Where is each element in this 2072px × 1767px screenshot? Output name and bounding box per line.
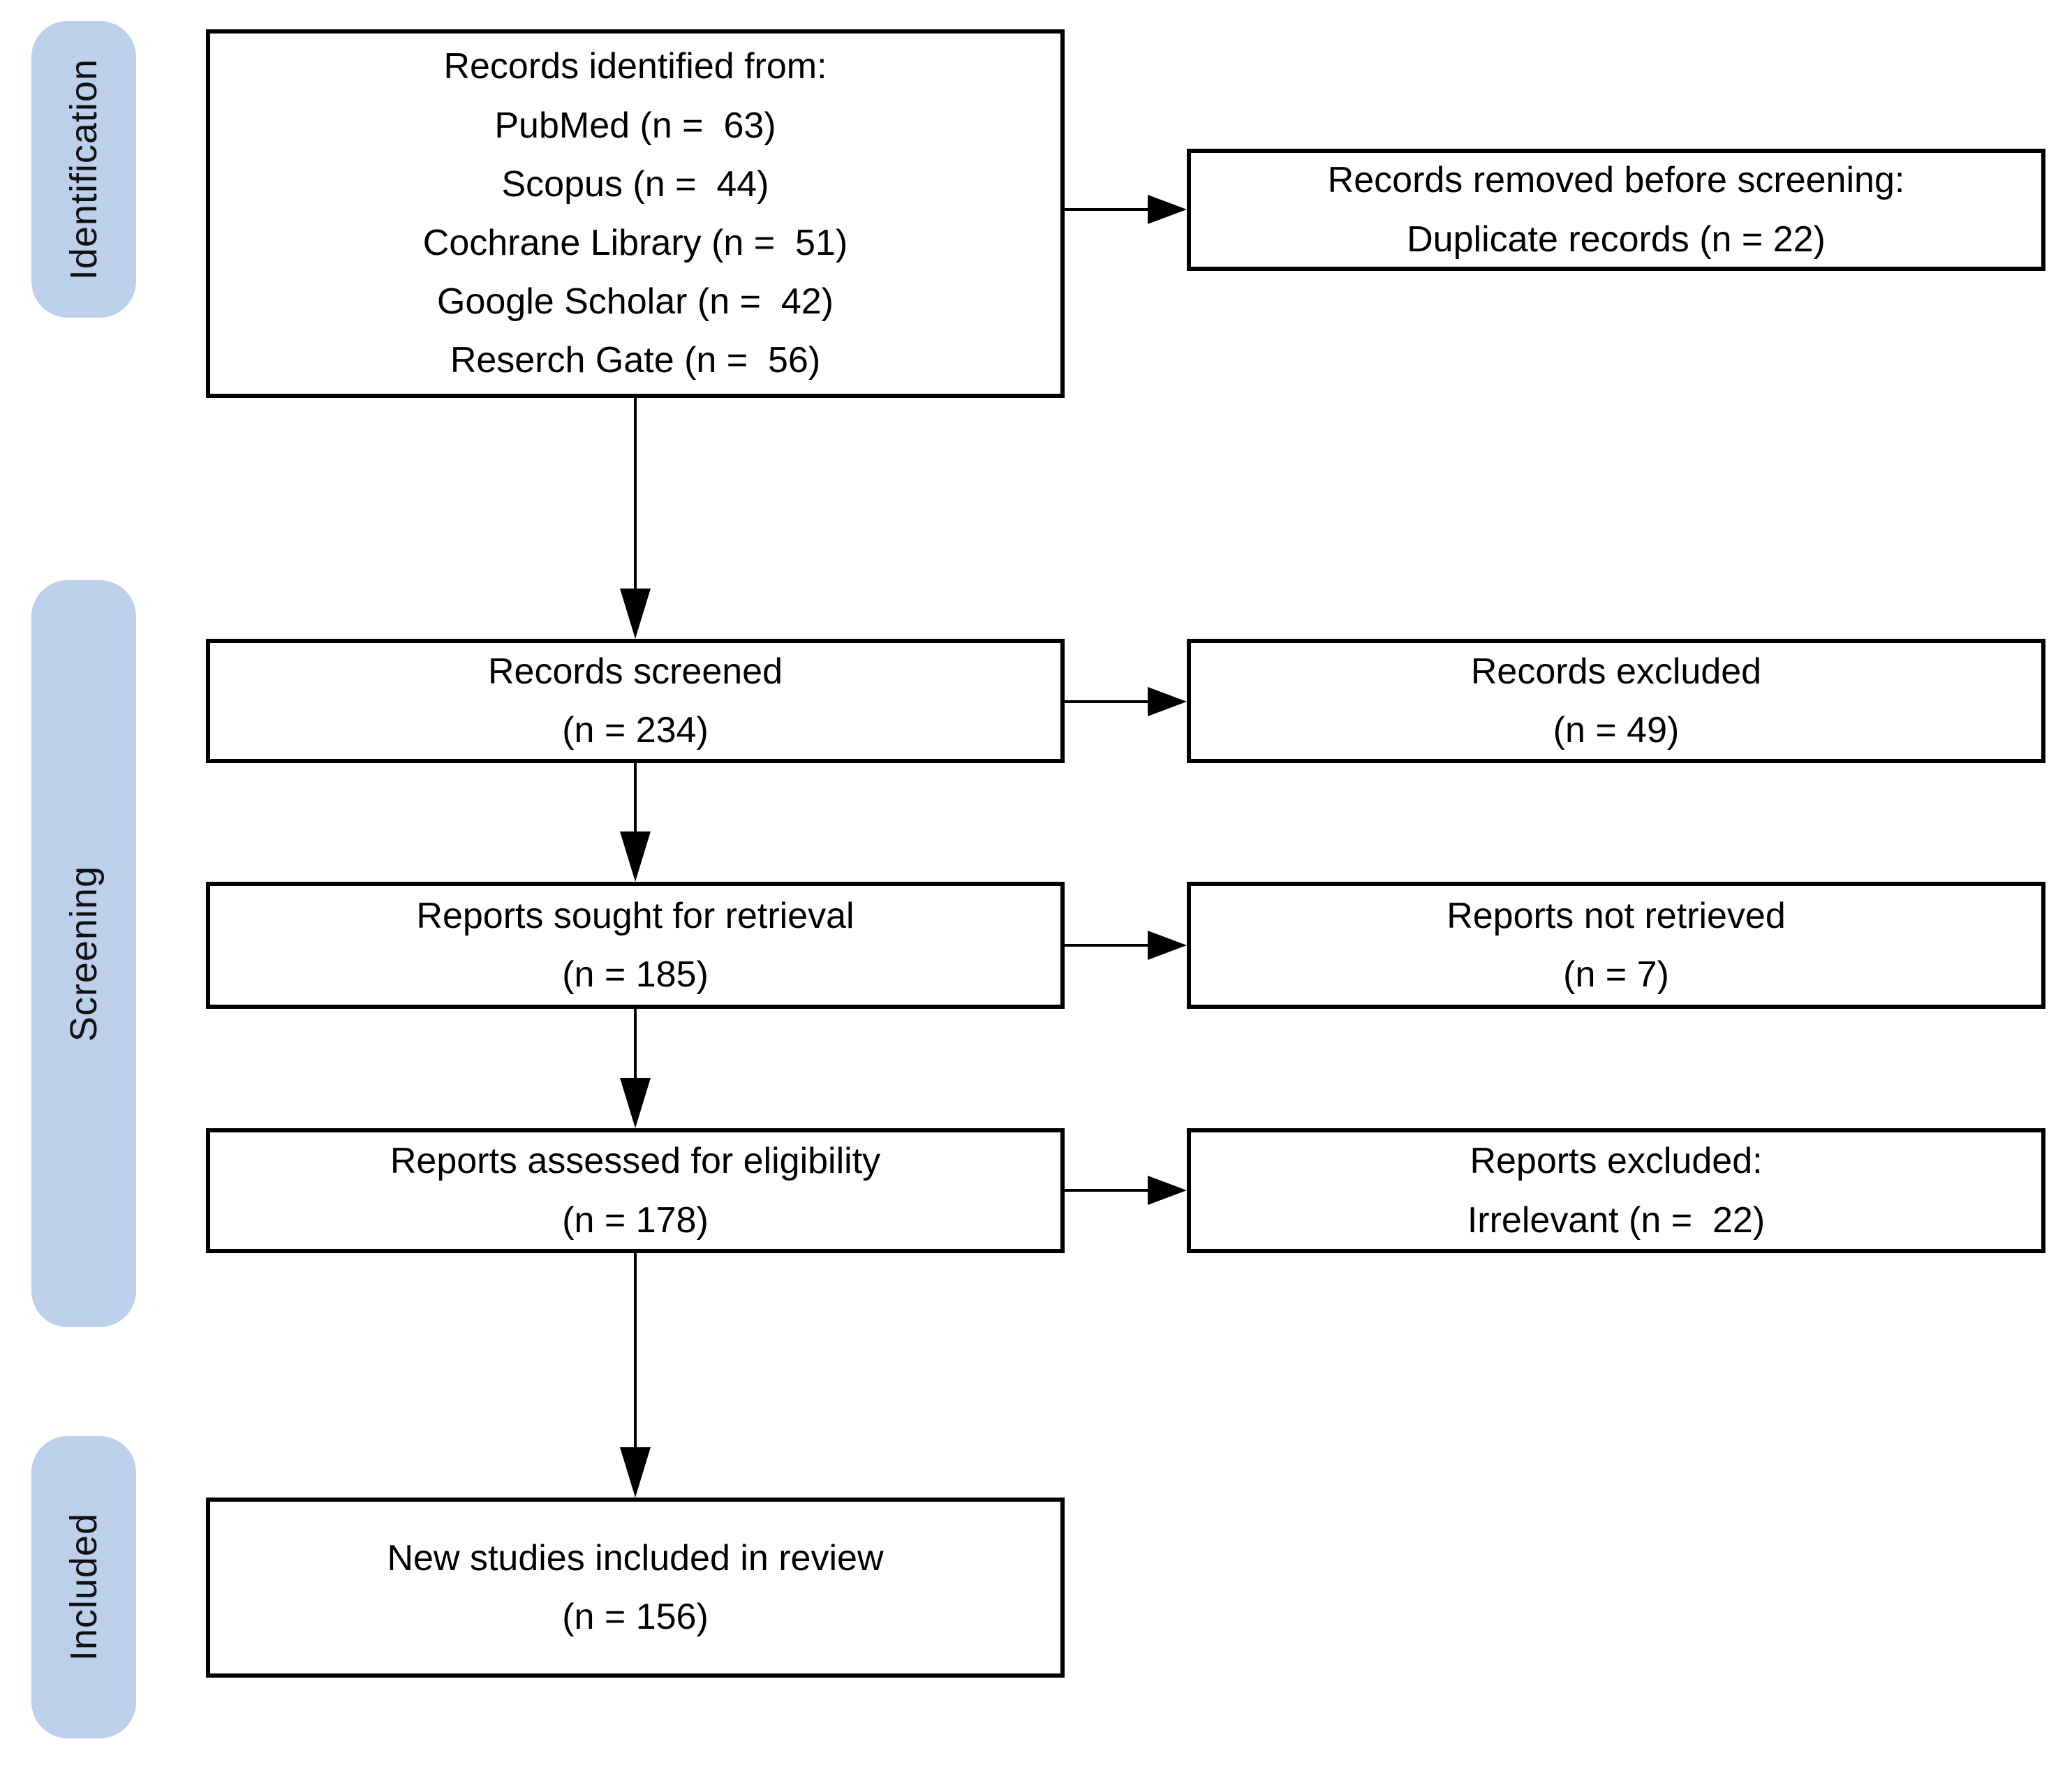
flow-line-right-1 [1065,208,1149,211]
box-text-line: Reports not retrieved [1446,895,1786,936]
box-reports-excluded: Reports excluded: Irrelevant (n = 22) [1187,1128,2045,1253]
arrow-right-icon [1148,195,1187,224]
stage-label-identification: Identification [63,58,105,281]
stage-label-included: Included [63,1513,105,1662]
box-text-line: Records excluded [1470,651,1762,692]
box-text-line: Reports excluded: [1470,1141,1763,1182]
box-text-line: (n = 178) [562,1199,709,1241]
box-text-line: Records screened [488,651,783,692]
stage-label-screening: Screening [63,865,105,1042]
box-records-excluded: Records excluded (n = 49) [1187,639,2045,763]
flow-line-right-3 [1065,944,1149,947]
box-text-line: New studies included in review [387,1537,884,1579]
box-text-line: Reserch Gate (n = 56) [450,340,821,381]
box-text-line: Cochrane Library (n = 51) [422,223,848,263]
box-text-line: Duplicate records (n = 22) [1407,219,1826,260]
stage-pill-identification: Identification [31,21,136,318]
flow-line-down-1 [634,394,637,590]
box-text-line: Scopus (n = 44) [501,163,769,205]
flow-line-right-2 [1065,700,1149,703]
arrow-down-icon [620,1078,651,1128]
flow-line-down-2 [634,761,637,833]
box-text-line: (n = 234) [562,710,709,751]
arrow-right-icon [1148,687,1187,716]
box-reports-not-retrieved: Reports not retrieved (n = 7) [1187,882,2045,1009]
box-text-line: PubMed (n = 63) [494,105,776,146]
box-text-line: (n = 156) [562,1597,709,1637]
box-records-identified: Records identified from: PubMed (n = 63)… [206,29,1065,398]
box-text-line: Reports sought for retrieval [416,895,854,936]
box-new-studies-included: New studies included in review (n = 156) [206,1498,1065,1678]
box-text-line: Records identified from: [443,46,827,87]
box-text-line: Records removed before screening: [1327,160,1905,201]
box-records-screened: Records screened (n = 234) [206,639,1065,763]
stage-pill-screening: Screening [31,580,136,1327]
arrow-down-icon [620,1447,651,1498]
flow-line-right-4 [1065,1189,1149,1192]
box-text-line: Irrelevant (n = 22) [1467,1199,1766,1241]
box-records-removed: Records removed before screening: Duplic… [1187,149,2045,271]
box-text-line: (n = 185) [562,954,709,995]
arrow-right-icon [1148,931,1187,960]
flow-line-down-4 [634,1251,637,1449]
box-reports-assessed: Reports assessed for eligibility (n = 17… [206,1128,1065,1253]
stage-pill-included: Included [31,1436,136,1738]
box-text-line: (n = 7) [1563,954,1669,995]
arrow-down-icon [620,589,651,639]
box-text-line: (n = 49) [1553,710,1680,751]
flow-line-down-3 [634,1007,637,1079]
box-text-line: Reports assessed for eligibility [390,1141,881,1182]
arrow-right-icon [1148,1176,1187,1205]
box-text-line: Google Scholar (n = 42) [437,281,834,323]
arrow-down-icon [620,831,651,882]
box-reports-sought: Reports sought for retrieval (n = 185) [206,882,1065,1009]
